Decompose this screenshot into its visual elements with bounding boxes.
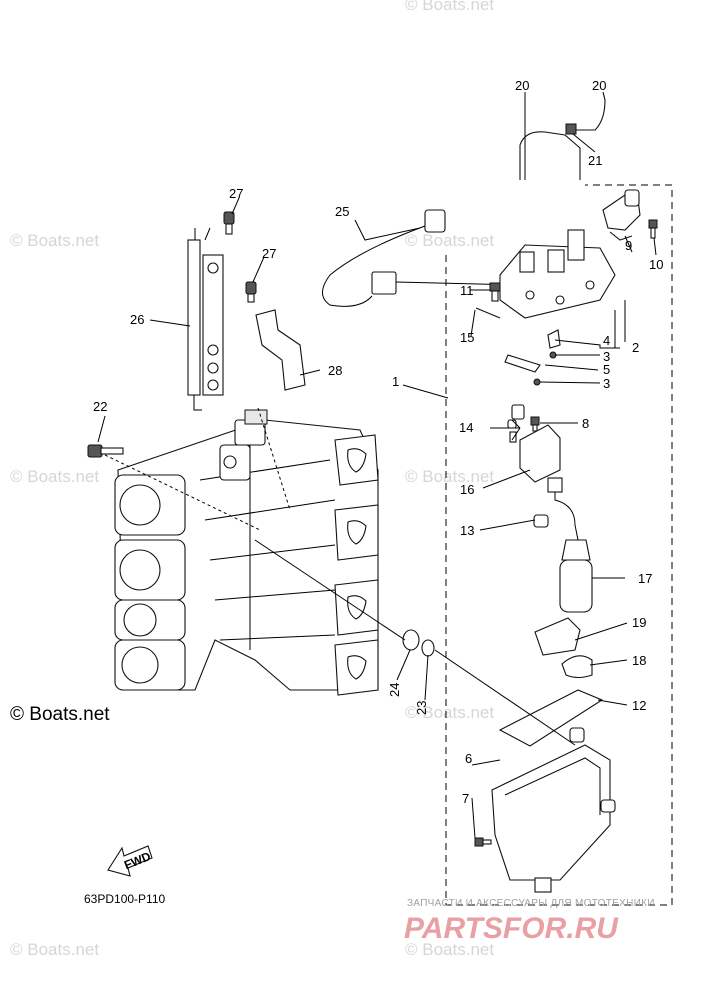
callout-1: 1 bbox=[392, 374, 399, 389]
watermark: © Boats.net bbox=[10, 940, 99, 959]
callout-9: 9 bbox=[625, 238, 632, 253]
o-ring-23 bbox=[421, 639, 435, 657]
connector-line bbox=[104, 454, 261, 531]
callout-4: 4 bbox=[603, 333, 610, 348]
callout-27: 27 bbox=[229, 186, 243, 201]
cap-24 bbox=[402, 629, 420, 651]
watermark: © Boats.net bbox=[10, 231, 99, 250]
leader-lines bbox=[97, 91, 657, 839]
callout-18: 18 bbox=[632, 653, 646, 668]
bolt-27a bbox=[223, 211, 235, 235]
callout-27: 27 bbox=[262, 246, 276, 261]
callout-28: 28 bbox=[328, 363, 342, 378]
screw-7 bbox=[474, 837, 492, 847]
harness-25 bbox=[322, 209, 521, 307]
callout-12: 12 bbox=[632, 698, 646, 713]
callout-8: 8 bbox=[582, 416, 589, 431]
callout-3: 3 bbox=[603, 349, 610, 364]
callout-21: 21 bbox=[588, 153, 602, 168]
needle-valve-5 bbox=[504, 354, 541, 373]
callout-20: 20 bbox=[515, 78, 529, 93]
pin-15 bbox=[475, 307, 501, 319]
callout-2: 2 bbox=[632, 340, 639, 355]
callout-19: 19 bbox=[632, 615, 646, 630]
callout-23: 23 bbox=[414, 701, 429, 715]
callout-16: 16 bbox=[460, 482, 474, 497]
fwd-label: FWD bbox=[122, 849, 153, 872]
callout-13: 13 bbox=[460, 523, 474, 538]
watermark: © Boats.net bbox=[405, 940, 494, 959]
watermark: © Boats.net bbox=[405, 0, 494, 14]
callout-6: 6 bbox=[465, 751, 472, 766]
brand-tagline: ЗАПЧАСТИ И АКСЕССУАРЫ ДЛЯ МОТОТЕХНИКИ bbox=[407, 898, 655, 909]
filter-19 bbox=[534, 617, 581, 656]
callout-17: 17 bbox=[638, 571, 652, 586]
brand-logo: ЗАПЧАСТИ И АКСЕССУАРЫ ДЛЯ МОТОТЕХНИКИ PA… bbox=[404, 898, 655, 945]
bolt-22 bbox=[87, 444, 124, 458]
callout-14: 14 bbox=[459, 420, 473, 435]
engine-block bbox=[114, 409, 379, 696]
fuel-rail bbox=[187, 227, 224, 411]
screw-3 bbox=[533, 378, 541, 386]
collar-18 bbox=[561, 655, 593, 679]
watermark: © Boats.net bbox=[405, 231, 494, 250]
callout-22: 22 bbox=[93, 399, 107, 414]
watermark-group: © Boats.net © Boats.net © Boats.net © Bo… bbox=[10, 0, 494, 959]
bolt-27b bbox=[245, 281, 257, 303]
callout-26: 26 bbox=[130, 312, 144, 327]
bolt-10 bbox=[648, 219, 658, 239]
callout-3: 3 bbox=[603, 376, 610, 391]
grommet-13 bbox=[533, 514, 549, 528]
pump-wire bbox=[554, 490, 579, 541]
hose-20 bbox=[519, 99, 606, 180]
callout-25: 25 bbox=[335, 204, 349, 219]
callout-20: 20 bbox=[592, 78, 606, 93]
bracket-28 bbox=[255, 309, 306, 391]
gasket-12 bbox=[498, 689, 604, 747]
watermark: © Boats.net bbox=[405, 467, 494, 486]
callout-5: 5 bbox=[603, 362, 610, 377]
callout-24: 24 bbox=[387, 683, 402, 697]
float-chamber-6 bbox=[491, 727, 616, 893]
callout-15: 15 bbox=[460, 330, 474, 345]
callout-10: 10 bbox=[649, 257, 663, 272]
watermark: © Boats.net bbox=[405, 703, 494, 722]
bolt-11 bbox=[489, 282, 501, 302]
vapor-separator-cover bbox=[499, 229, 616, 319]
brand-logo-text: PARTSFOR.RU bbox=[404, 912, 619, 945]
callout-11: 11 bbox=[460, 283, 474, 298]
pump-connector bbox=[547, 477, 563, 493]
watermark: © Boats.net bbox=[10, 467, 99, 486]
callouts: 20 20 21 27 25 27 9 10 11 26 15 4 2 3 28… bbox=[93, 78, 663, 806]
fuel-pump-17 bbox=[559, 539, 593, 613]
float-arm-4 bbox=[547, 329, 561, 349]
fwd-arrow: FWD bbox=[107, 845, 153, 877]
pressure-regulator-9 bbox=[602, 189, 641, 241]
diagram-code: 63PD100-P110 bbox=[84, 892, 165, 906]
callout-7: 7 bbox=[462, 791, 469, 806]
pump-cover-16 bbox=[519, 424, 561, 483]
watermark-main: © Boats.net bbox=[10, 704, 110, 725]
screw-8 bbox=[530, 416, 540, 432]
filter-14 bbox=[507, 404, 525, 443]
assembly-boundary bbox=[445, 184, 673, 906]
